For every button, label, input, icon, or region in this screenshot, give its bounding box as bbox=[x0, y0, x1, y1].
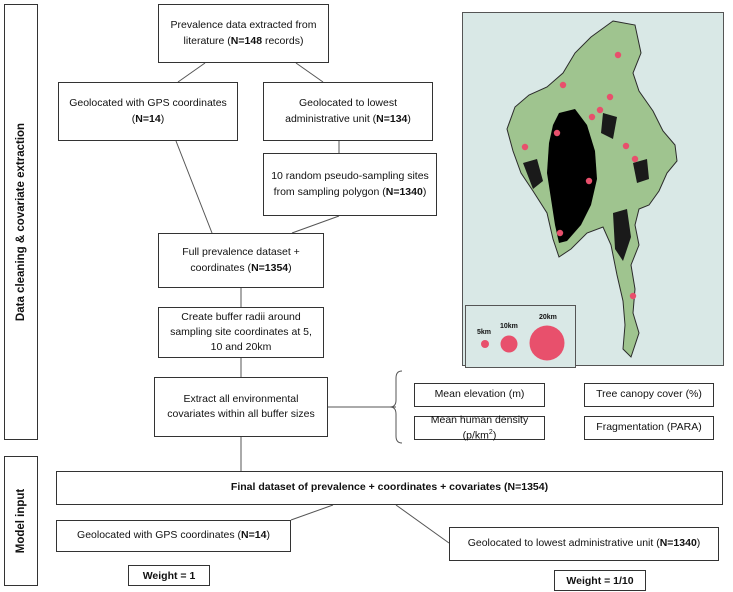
legend-label-20km: 20km bbox=[539, 314, 557, 321]
map-marker bbox=[629, 292, 637, 300]
admin-model-box: Geolocated to lowest administrative unit… bbox=[449, 527, 719, 561]
map-marker bbox=[553, 129, 561, 137]
map-marker bbox=[614, 51, 622, 59]
covariate-fragmentation: Fragmentation (PARA) bbox=[584, 416, 714, 440]
gps-model-box: Geolocated with GPS coordinates (N=14) bbox=[56, 520, 291, 552]
study-area-map bbox=[462, 12, 724, 366]
legend-circles bbox=[481, 325, 565, 361]
side-panel-model-input: Model input bbox=[4, 456, 38, 586]
connector-final-gps bbox=[290, 504, 334, 521]
full-dataset-box: Full prevalence dataset + coordinates (N… bbox=[158, 233, 324, 288]
admin-geolocated-box: Geolocated to lowest administrative unit… bbox=[263, 82, 433, 141]
covariate-elevation: Mean elevation (m) bbox=[414, 383, 545, 407]
covariates-bracket bbox=[389, 370, 403, 444]
map-marker bbox=[521, 143, 529, 151]
map-marker bbox=[596, 106, 604, 114]
map-marker bbox=[631, 155, 639, 163]
connector-prevalence-admin bbox=[295, 62, 324, 83]
map-marker bbox=[588, 113, 596, 121]
connector-pseudo-full bbox=[291, 215, 340, 234]
map-dark-lowland bbox=[547, 109, 597, 243]
legend-label-5km: 5km bbox=[477, 329, 492, 336]
weight-gps: Weight = 1 bbox=[128, 565, 210, 586]
connector-gps-full bbox=[175, 140, 213, 234]
map-marker bbox=[606, 93, 614, 101]
weight-admin: Weight = 1/10 bbox=[554, 570, 646, 591]
connector-final-admin bbox=[395, 504, 450, 544]
gps-geolocated-box: Geolocated with GPS coordinates (N=14) bbox=[58, 82, 238, 141]
legend-circle-5km bbox=[481, 340, 489, 348]
connector-prevalence-gps bbox=[177, 62, 206, 83]
legend-circle-10km bbox=[500, 335, 518, 353]
map-graphic bbox=[506, 20, 678, 358]
map-marker bbox=[585, 177, 593, 185]
pseudo-sampling-box: 10 random pseudo-sampling sites from sam… bbox=[263, 153, 437, 216]
buffer-box: Create buffer radii around sampling site… bbox=[158, 307, 324, 358]
side-panel-data-cleaning: Data cleaning & covariate extraction bbox=[4, 4, 38, 440]
map-marker bbox=[559, 81, 567, 89]
final-dataset-box: Final dataset of prevalence + coordinate… bbox=[56, 471, 723, 505]
map-dark-patches bbox=[523, 113, 649, 261]
prevalence-box: Prevalence data extracted from literatur… bbox=[158, 4, 329, 63]
map-marker bbox=[622, 142, 630, 150]
legend-label-10km: 10km bbox=[500, 323, 518, 330]
map-marker bbox=[556, 229, 564, 237]
covariate-canopy: Tree canopy cover (%) bbox=[584, 383, 714, 407]
legend-circle-20km bbox=[529, 325, 565, 361]
buffer-legend: 5km 10km 20km bbox=[465, 305, 576, 368]
covariate-human-density: Mean human density (p/km2) bbox=[414, 414, 545, 441]
map-markers bbox=[521, 51, 639, 300]
extract-covariates-box: Extract all environmental covariates wit… bbox=[154, 377, 328, 437]
